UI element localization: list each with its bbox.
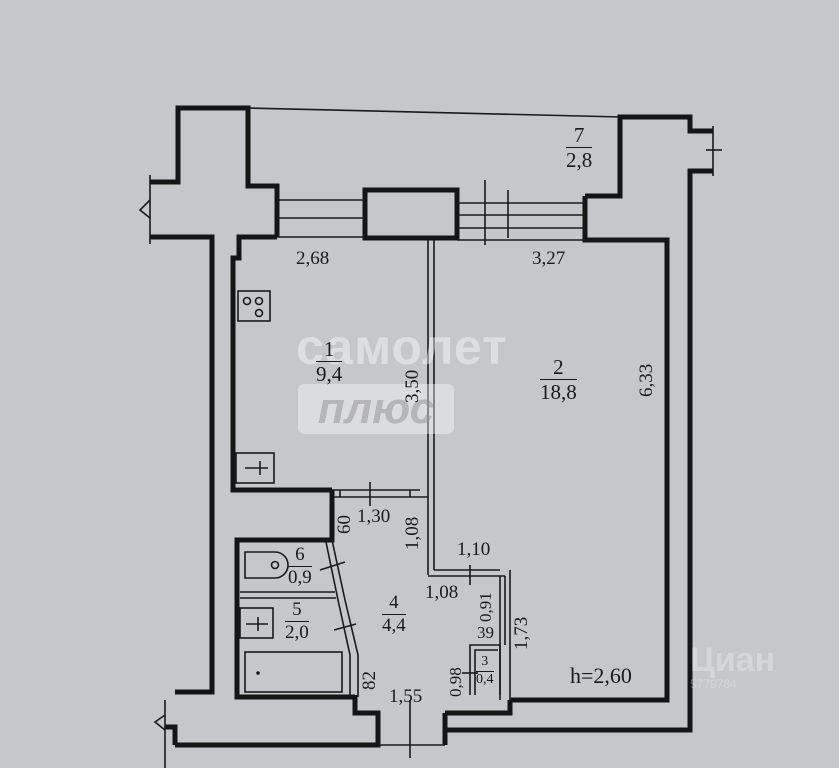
room-number: 1 (316, 338, 343, 363)
dim-closet-wall: 39 (477, 623, 494, 642)
cian-watermark: Циан (690, 641, 776, 679)
window-frames (277, 180, 585, 245)
dim-corridor-inner: 1,08 (425, 582, 459, 603)
dim-kitchen-depth: 3,50 (402, 369, 423, 403)
dim-bath-wall: 82 (359, 671, 380, 690)
dim-corridor-width: 1,10 (457, 539, 491, 560)
room-label-6: 6 0,9 (288, 545, 312, 588)
closet-walls (469, 570, 511, 700)
dim-room-lower-depth: 1,73 (511, 616, 532, 650)
ceiling-height-label: h=2,60 (570, 663, 632, 688)
room-number: 2 (540, 356, 577, 381)
dim-closet-depth: 0,91 (476, 592, 495, 622)
bathroom-walls (234, 490, 359, 700)
room-area: 18,8 (540, 380, 577, 405)
room-label-4: 4 4,4 (382, 593, 406, 636)
dim-kitchen-width: 2,68 (296, 248, 330, 269)
room-label-1: 1 9,4 (316, 338, 343, 387)
dim-corridor-depth: 1,08 (402, 516, 423, 550)
room-number: 4 (382, 593, 406, 615)
room-number: 7 (566, 124, 593, 149)
room-area: 0,4 (476, 671, 494, 687)
cian-watermark-id: 5779784 (690, 677, 737, 691)
room-label-2: 2 18,8 (540, 356, 577, 403)
room-number: 6 (288, 545, 312, 567)
entry-door (375, 700, 513, 758)
dim-room-depth: 6,33 (636, 363, 657, 397)
room-area: 2,0 (285, 621, 309, 643)
dim-entry-width: 1,55 (389, 686, 423, 707)
samolet-watermark: самолет (296, 319, 508, 375)
dim-hall-opening: 60 (334, 515, 355, 534)
room-label-5: 5 2,0 (285, 600, 309, 643)
room-area: 9,4 (316, 362, 343, 387)
room-label-3: 3 0,4 (476, 654, 494, 687)
dim-closet-height: 0,98 (446, 667, 465, 697)
dim-hall-width: 1,30 (357, 506, 391, 527)
room-area: 2,8 (566, 148, 593, 173)
room-number: 5 (285, 600, 309, 622)
plus-watermark: плюс (298, 384, 454, 434)
room-area: 4,4 (382, 614, 406, 636)
dim-room-width: 3,27 (532, 248, 566, 269)
fixtures (235, 290, 343, 693)
room-number: 3 (476, 654, 494, 672)
room-label-7: 7 2,8 (566, 124, 593, 173)
room-area: 0,9 (288, 566, 312, 588)
